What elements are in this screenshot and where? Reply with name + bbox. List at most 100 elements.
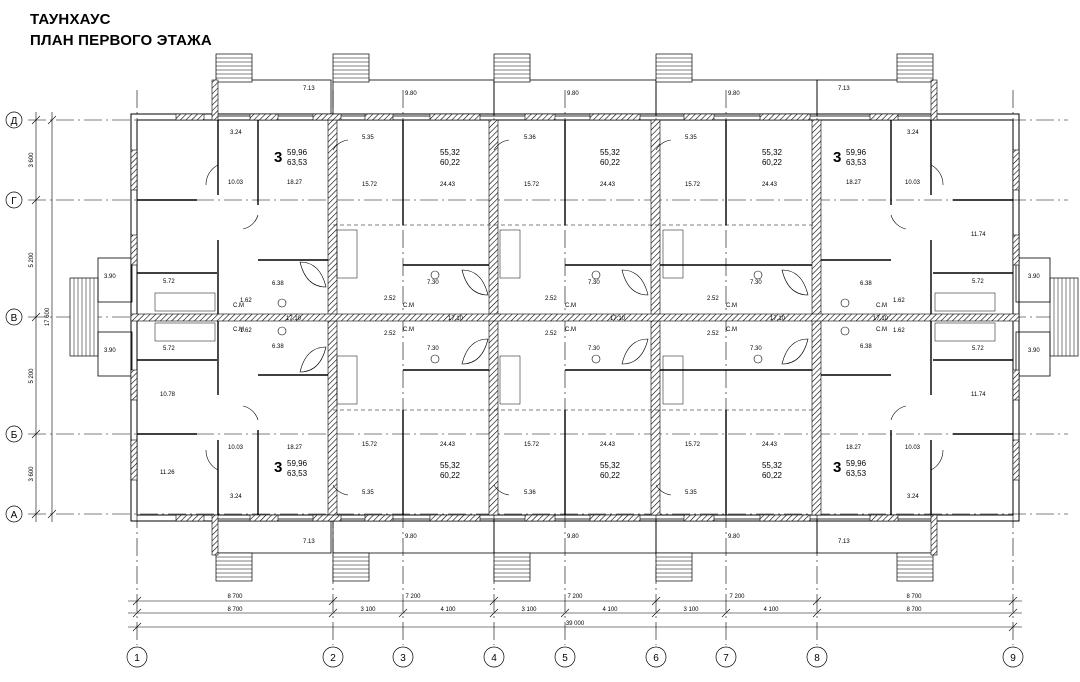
row-axis-g: Г bbox=[11, 196, 17, 207]
room-terrace-bottom-3: 9.80 bbox=[567, 534, 579, 540]
dim-b2-1: 3 100 bbox=[360, 607, 376, 613]
room-572-bl: 5.72 bbox=[163, 346, 175, 352]
room-390-tl: 3.90 bbox=[104, 274, 116, 280]
apt-3-total: 60,22 bbox=[762, 158, 783, 167]
room-572-br: 5.72 bbox=[972, 346, 984, 352]
room-2443-b3: 24.43 bbox=[762, 442, 778, 448]
terrace-top-4 bbox=[655, 79, 818, 117]
room-1003-br: 10.03 bbox=[905, 445, 921, 451]
apt-5-area: 59,96 bbox=[287, 459, 308, 468]
bath-fixtures bbox=[277, 261, 850, 373]
room-638-tr: 6.38 bbox=[860, 281, 872, 287]
room-730-b1: 7.30 bbox=[427, 346, 439, 352]
sm-6: С.М bbox=[726, 327, 737, 333]
room-2443-b1: 24.43 bbox=[440, 442, 456, 448]
terrace-top-3 bbox=[493, 79, 657, 117]
stair-treads bbox=[73, 57, 1075, 578]
sm-4: С.М bbox=[565, 327, 576, 333]
room-252-t2: 2.52 bbox=[545, 296, 557, 302]
dim-b2-0: 8 700 bbox=[227, 607, 243, 613]
terrace-top-2 bbox=[332, 79, 495, 117]
dim-left-3: 5 200 bbox=[29, 368, 35, 384]
sm-2: С.М bbox=[403, 327, 414, 333]
room-1078: 10.78 bbox=[160, 392, 176, 398]
col-axis-4: 4 bbox=[491, 653, 497, 664]
room-terrace-top-4: 9.80 bbox=[728, 91, 740, 97]
room-535-t1: 5.35 bbox=[362, 135, 374, 141]
title-line-1: ТАУНХАУС bbox=[30, 11, 111, 28]
bottom-dimensions bbox=[128, 596, 1022, 632]
dim-b2-6: 4 100 bbox=[763, 607, 779, 613]
apt-6-total: 60,22 bbox=[440, 471, 461, 480]
col-axis-9: 9 bbox=[1010, 653, 1016, 664]
room-162-bl: 1.62 bbox=[240, 328, 252, 334]
interior-stairs bbox=[154, 229, 996, 405]
room-1710-l: 17.10 bbox=[286, 316, 302, 322]
room-2443-t3: 24.43 bbox=[762, 182, 778, 188]
room-1174-bottom: 11.74 bbox=[971, 392, 986, 398]
terrace-bottom-1 bbox=[215, 518, 332, 554]
room-730-b2: 7.30 bbox=[588, 346, 600, 352]
dim-left-2: 17 600 bbox=[45, 307, 51, 326]
left-dimensions bbox=[31, 112, 57, 522]
dim-b1-0: 8 700 bbox=[227, 594, 243, 600]
room-390-bl: 3.90 bbox=[104, 348, 116, 354]
room-1827-tr: 18.27 bbox=[846, 180, 862, 186]
dim-left-0: 3 600 bbox=[29, 152, 35, 168]
left-dimension-labels: 3 600 5 200 17 600 5 200 3 600 bbox=[29, 152, 51, 482]
room-638-br: 6.38 bbox=[860, 344, 872, 350]
apt-7-area: 55,32 bbox=[600, 461, 621, 470]
room-162-tr: 1.62 bbox=[893, 298, 905, 304]
col-axis-3: 3 bbox=[400, 653, 406, 664]
room-252-b2: 2.52 bbox=[545, 331, 557, 337]
room-1827-bl: 18.27 bbox=[287, 445, 303, 451]
room-324-bl: 3.24 bbox=[230, 494, 242, 500]
apt-0-rooms: 3 bbox=[274, 149, 282, 166]
apt-4-area: 59,96 bbox=[846, 148, 867, 157]
apt-4-total: 63,53 bbox=[846, 158, 867, 167]
dim-left-4: 3 600 bbox=[29, 466, 35, 482]
room-terrace-bottom-4: 9.80 bbox=[728, 534, 740, 540]
apt-6-area: 55,32 bbox=[440, 461, 461, 470]
room-1174-top: 11.74 bbox=[971, 232, 986, 238]
room-terrace-bottom-1: 7.13 bbox=[303, 539, 315, 545]
sm-8: С.М bbox=[233, 327, 244, 333]
apt-9-area: 59,96 bbox=[846, 459, 867, 468]
row-axis-d: Д bbox=[11, 116, 18, 127]
apartment-labels: 3 59,96 63,53 55,32 60,22 55,32 60,22 55… bbox=[274, 148, 867, 480]
room-390-tr: 3.90 bbox=[1028, 274, 1040, 280]
room-1572-b2: 15.72 bbox=[524, 442, 540, 448]
hatched-walls bbox=[130, 79, 1020, 556]
apt-1-total: 60,22 bbox=[440, 158, 461, 167]
room-252-b3: 2.52 bbox=[707, 331, 719, 337]
room-252-t3: 2.52 bbox=[707, 296, 719, 302]
dim-b2-4: 4 100 bbox=[602, 607, 618, 613]
room-324-br: 3.24 bbox=[907, 494, 919, 500]
room-535-b3: 5.35 bbox=[685, 490, 697, 496]
room-252-t1: 2.52 bbox=[384, 296, 396, 302]
room-2443-t1: 24.43 bbox=[440, 182, 456, 188]
room-572-tr: 5.72 bbox=[972, 279, 984, 285]
room-730-t2: 7.30 bbox=[588, 280, 600, 286]
apt-1-area: 55,32 bbox=[440, 148, 461, 157]
dim-b1-1: 7 200 bbox=[405, 594, 421, 600]
apt-0-total: 63,53 bbox=[287, 158, 308, 167]
door-swings bbox=[205, 139, 944, 496]
room-1710-r: 17.10 bbox=[873, 316, 889, 322]
room-730-b3: 7.30 bbox=[750, 346, 762, 352]
room-terrace-top-1: 7.13 bbox=[303, 86, 315, 92]
sm-10: С.М bbox=[876, 327, 887, 333]
dim-b2-2: 4 100 bbox=[440, 607, 456, 613]
dim-b1-4: 8 700 bbox=[906, 594, 922, 600]
room-536-t2: 5.36 bbox=[524, 135, 536, 141]
room-1003-tr: 10.03 bbox=[905, 180, 921, 186]
apt-7-total: 60,22 bbox=[600, 471, 621, 480]
room-terrace-top-3: 9.80 bbox=[567, 91, 579, 97]
apt-5-total: 63,53 bbox=[287, 469, 308, 478]
room-1003-bl: 10.03 bbox=[228, 445, 244, 451]
room-1572-t2: 15.72 bbox=[524, 182, 540, 188]
row-axis-v: В bbox=[11, 313, 18, 324]
room-638-tl: 6.38 bbox=[272, 281, 284, 287]
room-1572-t3: 15.72 bbox=[685, 182, 701, 188]
room-terrace-bottom-5: 7.13 bbox=[838, 539, 850, 545]
